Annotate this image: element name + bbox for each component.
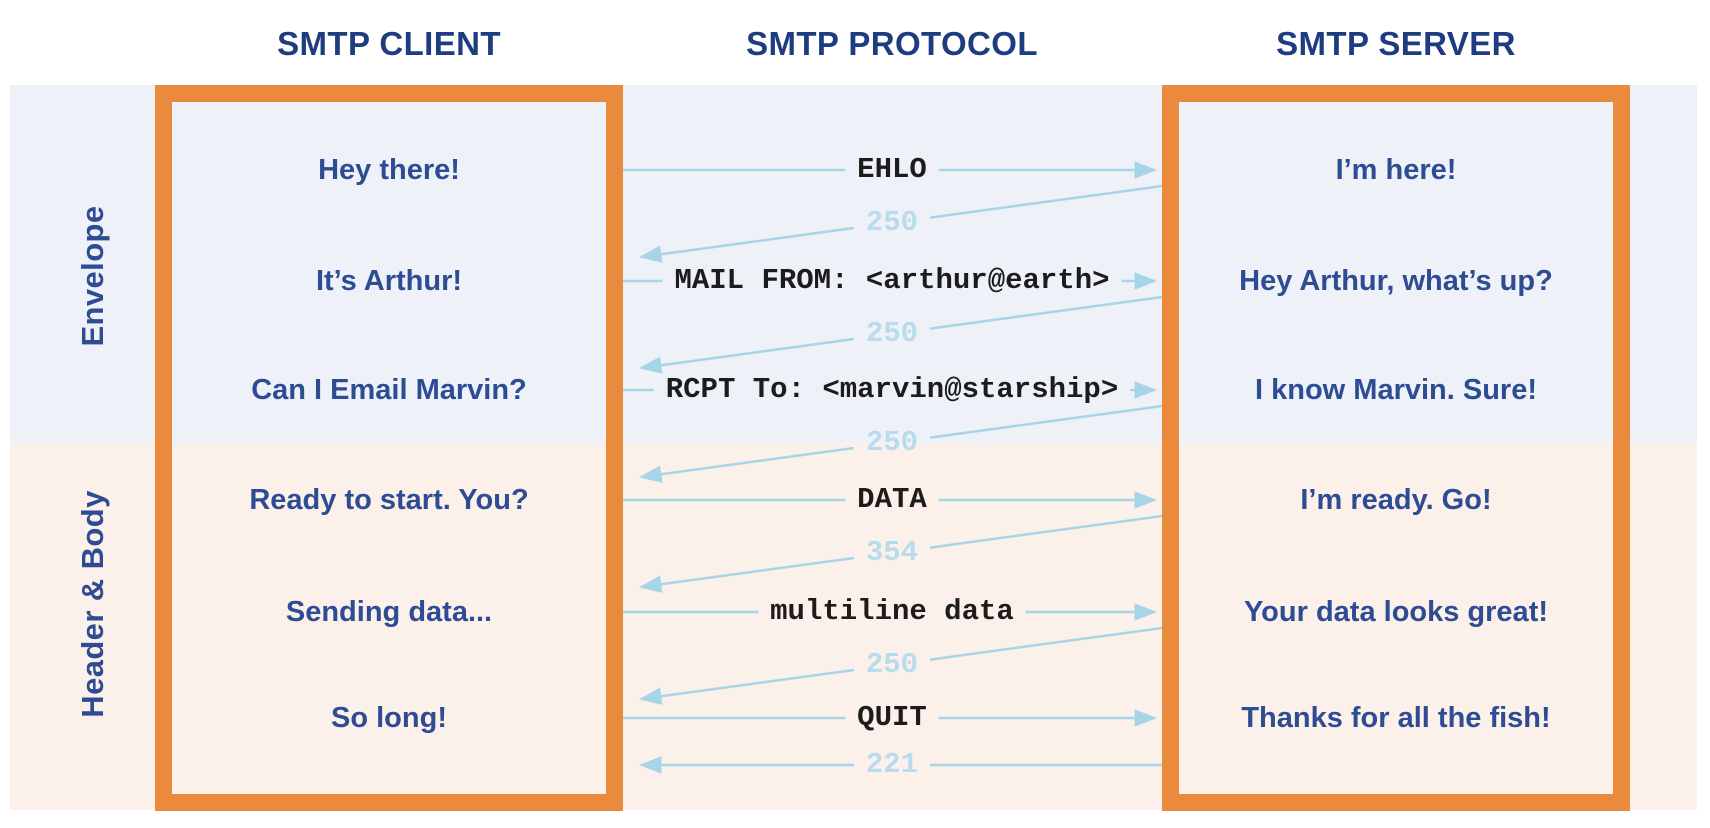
protocol-response: 250 [865,205,919,239]
header-body-band [10,443,1697,810]
server-message: I’m ready. Go! [1300,484,1492,516]
protocol-command: EHLO [857,153,927,186]
response-arrow [639,556,855,593]
column-header-server: SMTP SERVER [1276,25,1516,62]
server-message: Your data looks great! [1243,596,1549,628]
protocol-response: 250 [865,647,919,681]
protocol-command: RCPT To: <marvin@starship> [665,373,1119,406]
response-arrow [639,446,855,483]
column-header-client: SMTP CLIENT [277,25,501,62]
protocol-response: 354 [865,535,919,569]
response-arrow [639,337,855,374]
smtp-client-box [155,85,623,811]
protocol-response: 221 [865,748,919,781]
response-arrow [639,226,855,263]
protocol-response: 250 [865,316,919,350]
envelope-band [10,85,1697,443]
response-arrow [639,668,855,705]
server-message: I know Marvin. Sure! [1255,374,1537,406]
server-message: Hey Arthur, what’s up? [1239,265,1553,297]
response-arrow-right-segment [929,295,1163,330]
protocol-response: 250 [865,425,919,459]
client-message: Hey there! [318,154,460,186]
response-arrow-right-segment [929,626,1163,661]
client-message: Sending data... [285,596,493,628]
client-message: Ready to start. You? [249,484,529,516]
response-arrow-right-segment [929,184,1163,219]
header-body-section-label: Header & Body [75,490,110,718]
client-message: Can I Email Marvin? [251,374,527,406]
client-message: So long! [331,702,447,734]
smtp-server-box [1162,85,1630,811]
envelope-section-label: Envelope [75,205,110,347]
response-arrow-right-segment [929,514,1163,549]
protocol-command: DATA [857,483,927,516]
server-message: Thanks for all the fish! [1241,702,1551,734]
protocol-command: QUIT [857,701,927,734]
protocol-command: multiline data [770,595,1014,628]
client-message: It’s Arthur! [315,265,463,297]
server-message: I’m here! [1335,154,1457,186]
protocol-command: MAIL FROM: <arthur@earth> [674,264,1110,297]
response-arrow-right-segment [929,404,1163,439]
column-header-protocol: SMTP PROTOCOL [746,25,1038,62]
